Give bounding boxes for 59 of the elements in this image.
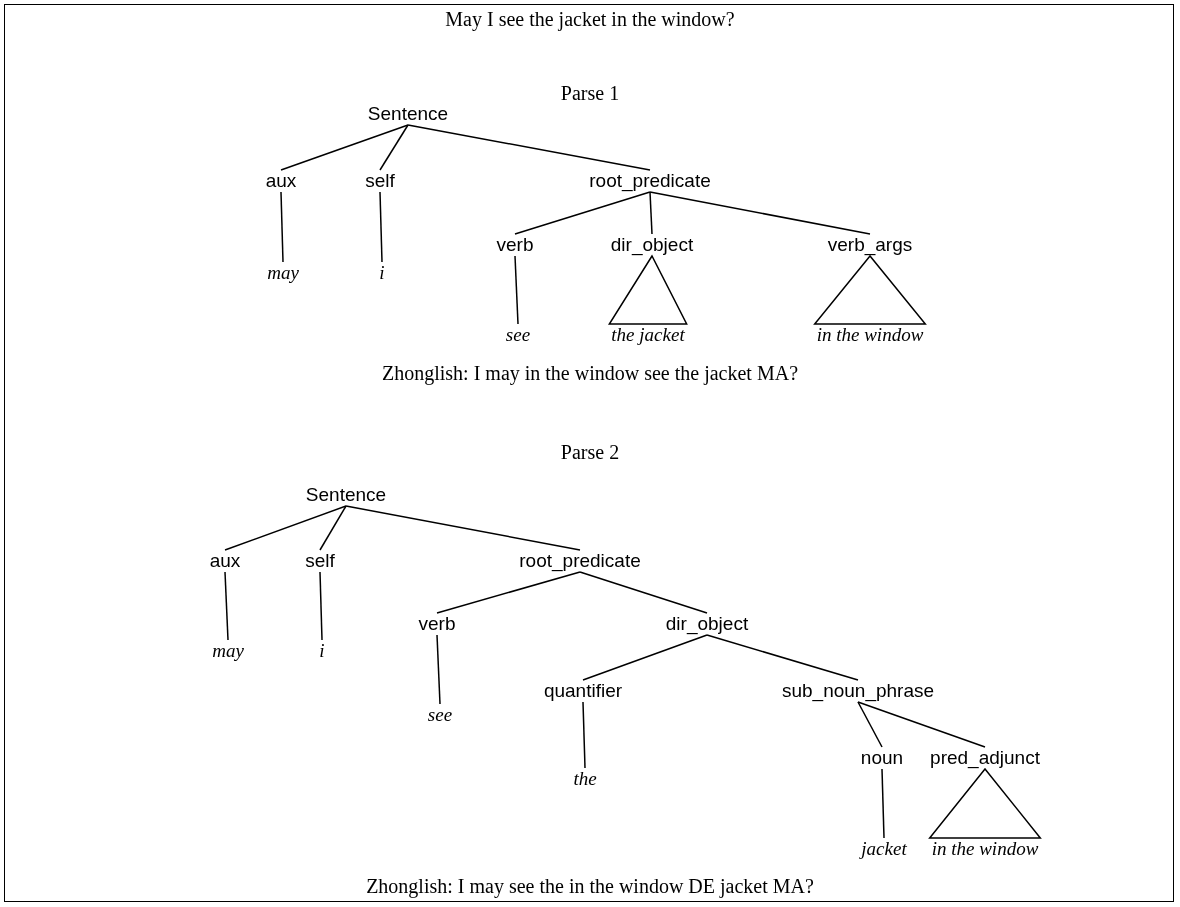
tree-branch	[881, 768, 885, 839]
category-label: verb	[496, 234, 534, 256]
category-label: self	[365, 170, 395, 192]
translation-text: Zhonglish: I may in the window see the jacket MA?	[382, 362, 798, 384]
category-label: noun	[860, 747, 904, 769]
category-label: dir_object	[610, 234, 694, 256]
category-label: quantifier	[543, 680, 623, 702]
word-label: i	[379, 262, 385, 284]
tree-branch	[345, 505, 581, 551]
tree-branch	[224, 505, 347, 551]
parse-heading: Parse 2	[560, 441, 620, 463]
tree-branch	[579, 571, 708, 614]
category-label: verb_args	[827, 234, 913, 256]
tree-branch	[319, 505, 347, 551]
category-label: root_predicate	[519, 550, 641, 572]
tree-branch	[379, 124, 409, 171]
tree-branch	[514, 191, 651, 235]
category-label: dir_object	[665, 613, 749, 635]
tree-branch	[857, 701, 883, 748]
tree-branch	[582, 634, 708, 681]
tree-branch	[436, 571, 581, 614]
word-label: see	[505, 324, 531, 346]
tree-branch	[280, 124, 409, 171]
word-label: in the window	[931, 838, 1039, 860]
word-label: i	[319, 640, 325, 662]
category-label: Sentence	[367, 103, 449, 125]
word-label: in the window	[816, 324, 924, 346]
tree-branch	[319, 571, 323, 641]
tree-branch	[649, 191, 871, 235]
category-label: sub_noun_phrase	[781, 680, 935, 702]
word-label: jacket	[861, 838, 907, 860]
category-label: aux	[265, 170, 297, 192]
category-label: aux	[209, 550, 241, 572]
category-label: Sentence	[305, 484, 387, 506]
tree-branch	[706, 634, 859, 681]
tree-branch	[857, 701, 986, 748]
word-label: the jacket	[611, 324, 685, 346]
category-label: pred_adjunct	[930, 747, 1040, 769]
tree-branch	[436, 634, 441, 705]
tree-branch	[379, 191, 383, 263]
category-label: self	[305, 550, 335, 572]
category-label: root_predicate	[589, 170, 711, 192]
parse-heading: Parse 1	[560, 82, 620, 104]
word-label: may	[267, 262, 299, 284]
category-label: verb	[418, 613, 456, 635]
tree-branch	[514, 255, 519, 325]
word-label: the	[573, 768, 597, 790]
tree-branch	[280, 191, 284, 263]
title: May I see the jacket in the window?	[445, 8, 735, 30]
subtree-triangle	[608, 254, 688, 325]
translation-text: Zhonglish: I may see the in the window DE jacket MA?	[366, 875, 814, 897]
word-label: may	[212, 640, 244, 662]
tree-branch	[649, 191, 653, 235]
word-label: see	[427, 704, 453, 726]
subtree-triangle	[928, 767, 1042, 839]
subtree-triangle	[813, 254, 927, 325]
tree-branch	[582, 701, 586, 769]
tree-branch	[407, 124, 651, 171]
tree-branch	[224, 571, 229, 641]
